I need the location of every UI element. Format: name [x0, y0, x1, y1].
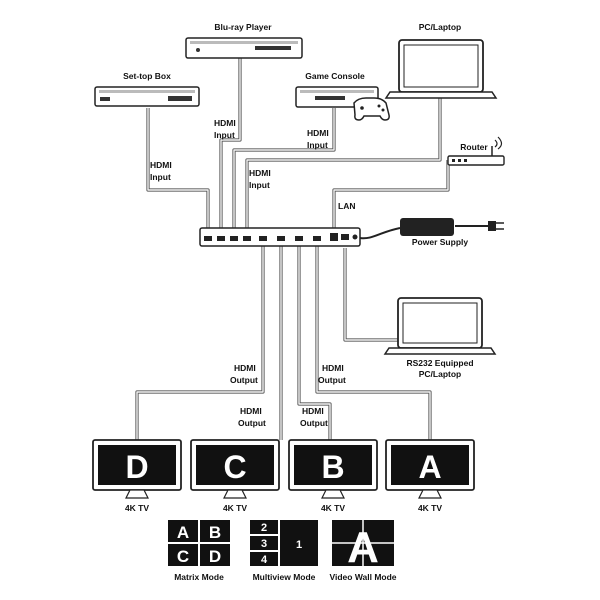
router-icon — [447, 136, 505, 166]
hdmi-input-label-pc-input: Input — [249, 180, 270, 190]
cables — [135, 58, 488, 440]
settop-label: Set-top Box — [123, 71, 171, 81]
matrix-cell-d: D — [209, 547, 221, 566]
multiview-cell-2: 2 — [261, 522, 267, 534]
power-supply-label: Power Supply — [412, 237, 468, 247]
laptop-icon — [384, 39, 498, 99]
matrix-mode-icon: A B C D — [168, 520, 230, 566]
rs232-label-line2: PC/Laptop — [419, 369, 462, 379]
matrix-cell-c: C — [177, 547, 189, 566]
tv-a-label: 4K TV — [418, 503, 442, 513]
hdmi-output-label-c-output: Output — [238, 418, 266, 428]
game-console-label: Game Console — [305, 71, 365, 81]
hdmi-output-label-b-hdmi: HDMI — [302, 406, 324, 416]
hdmi-output-label-a-output: Output — [318, 375, 346, 385]
bluray-label: Blu-ray Player — [214, 22, 272, 32]
hdmi-output-label-b-output: Output — [300, 418, 328, 428]
video-wall-mode-icon: A — [332, 520, 394, 572]
multiview-cell-3: 3 — [261, 538, 267, 550]
hdmi-output-label-d-output: Output — [230, 375, 258, 385]
tv-d-icon: D — [92, 439, 182, 499]
lan-label: LAN — [338, 201, 355, 211]
pc-laptop-label: PC/Laptop — [419, 22, 462, 32]
tv-a-icon: A — [385, 439, 475, 499]
matrix-cell-b: B — [209, 523, 221, 542]
tv-d-letter: D — [125, 449, 148, 485]
tv-a-letter: A — [418, 449, 441, 485]
matrix-switch-icon — [199, 227, 361, 247]
hdmi-output-label-c-hdmi: HDMI — [240, 406, 262, 416]
bluray-player-icon — [185, 37, 303, 59]
tv-b-letter: B — [321, 449, 344, 485]
multiview-mode-icon: 2 3 4 1 — [250, 520, 318, 566]
game-console-icon — [295, 86, 390, 121]
hdmi-input-label-settop-input: Input — [150, 172, 171, 182]
tv-b-label: 4K TV — [321, 503, 345, 513]
hdmi-input-label-settop-hdmi: HDMI — [150, 160, 172, 170]
tv-c-label: 4K TV — [223, 503, 247, 513]
multiview-cell-4: 4 — [261, 554, 268, 566]
hdmi-input-label-game-hdmi: HDMI — [307, 128, 329, 138]
power-supply-icon — [400, 218, 504, 236]
multiview-cell-1: 1 — [296, 539, 302, 551]
rs232-laptop-icon — [383, 297, 497, 355]
hdmi-output-label-d-hdmi: HDMI — [234, 363, 256, 373]
matrix-cell-a: A — [177, 523, 189, 542]
tv-d-label: 4K TV — [125, 503, 149, 513]
tv-c-icon: C — [190, 439, 280, 499]
settop-box-icon — [94, 86, 200, 107]
tv-c-letter: C — [223, 449, 246, 485]
tv-b-icon: B — [288, 439, 378, 499]
hdmi-output-label-a-hdmi: HDMI — [322, 363, 344, 373]
router-label: Router — [460, 142, 488, 152]
hdmi-input-label-bluray-hdmi: HDMI — [214, 118, 236, 128]
rs232-label-line1: RS232 Equipped — [406, 358, 473, 368]
hdmi-input-label-bluray-input: Input — [214, 130, 235, 140]
hdmi-input-label-pc-hdmi: HDMI — [249, 168, 271, 178]
hdmi-input-label-game-input: Input — [307, 140, 328, 150]
multiview-mode-label: Multiview Mode — [253, 572, 316, 582]
matrix-mode-label: Matrix Mode — [174, 572, 224, 582]
video-wall-mode-label: Video Wall Mode — [329, 572, 396, 582]
